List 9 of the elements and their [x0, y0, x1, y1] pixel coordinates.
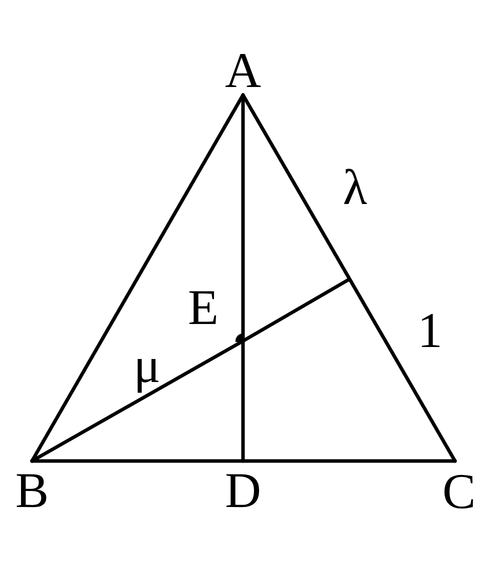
- vertex-label: B: [10, 461, 54, 519]
- length-label: λ: [342, 160, 368, 214]
- line-segment: [241, 93, 457, 463]
- vertex-label: A: [223, 45, 263, 95]
- length-label: 1: [416, 305, 444, 355]
- length-label: μ: [132, 338, 162, 392]
- point-label: D: [223, 461, 263, 519]
- vertex-label: C: [437, 461, 481, 521]
- line-segment: [30, 459, 457, 463]
